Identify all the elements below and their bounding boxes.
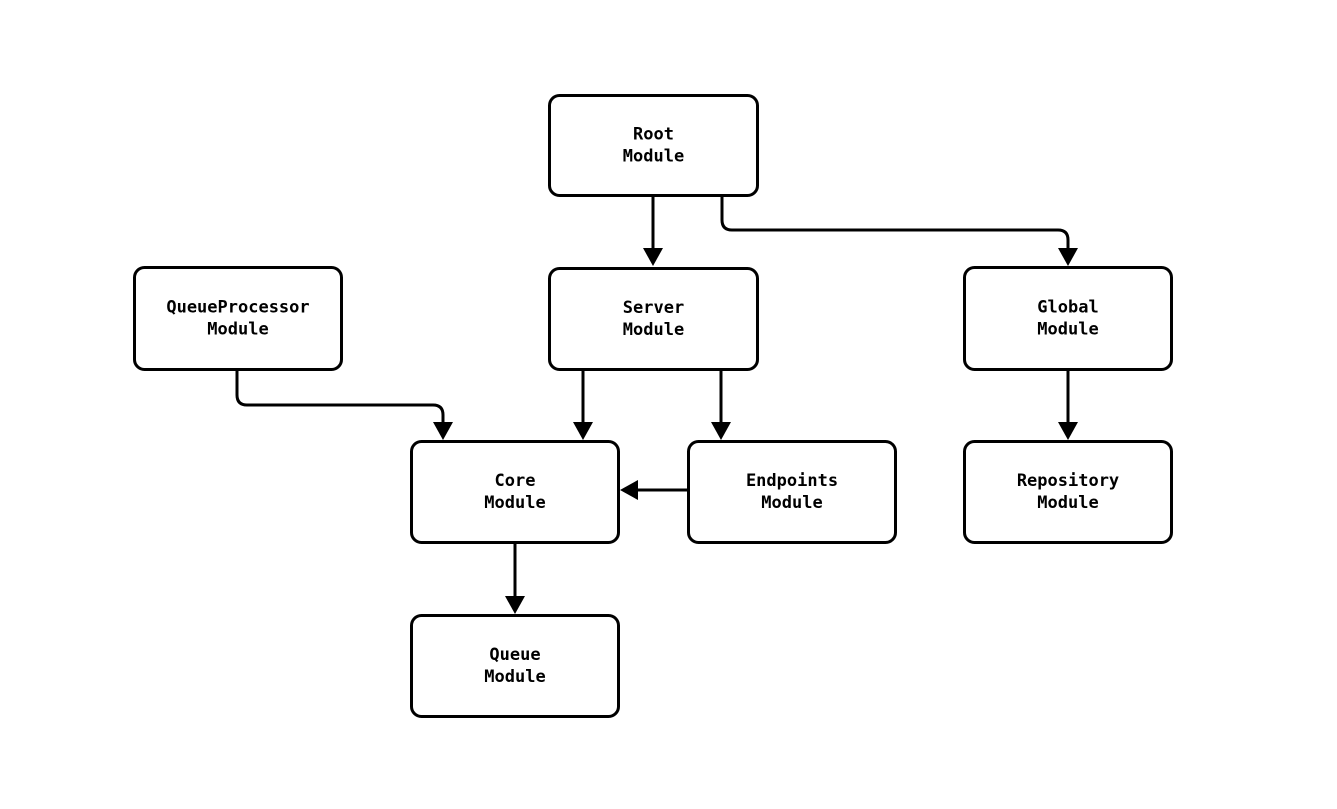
arrowhead-queueprocessor-to-core (433, 422, 453, 440)
arrowhead-root-to-server (643, 248, 663, 266)
edge-global-to-repository (1058, 371, 1078, 440)
node-label-global-line2: Module (1037, 320, 1098, 340)
edge-root-to-server (643, 197, 663, 266)
node-label-core-line1: Core (495, 471, 536, 491)
node-label-endpoints-line2: Module (761, 493, 822, 513)
node-box-core[interactable] (410, 440, 620, 544)
node-box-global[interactable] (963, 266, 1173, 371)
node-label-repository-line2: Module (1037, 493, 1098, 513)
node-box-queueprocessor[interactable] (133, 266, 343, 371)
node-label-root-line1: Root (633, 125, 674, 145)
node-label-global-line1: Global (1037, 298, 1098, 318)
node-box-root[interactable] (548, 94, 759, 197)
edge-server-to-endpoints (711, 371, 731, 440)
node-label-server-line2: Module (623, 320, 684, 340)
arrowhead-root-to-global (1058, 248, 1078, 266)
node-box-server[interactable] (548, 267, 759, 371)
edge-endpoints-to-core (620, 480, 687, 500)
node-label-queue-line2: Module (484, 667, 545, 687)
node-label-queue-line1: Queue (489, 645, 540, 665)
node-label-endpoints-line1: Endpoints (746, 471, 838, 491)
arrowhead-endpoints-to-core (620, 480, 638, 500)
node-box-repository[interactable] (963, 440, 1173, 544)
edges-layer (235, 197, 1078, 614)
arrowhead-core-to-queue (505, 596, 525, 614)
node-label-root-line2: Module (623, 147, 684, 167)
edge-root-to-global (720, 197, 1078, 266)
node-box-queue[interactable] (410, 614, 620, 718)
edge-queueprocessor-to-core (235, 371, 453, 440)
node-box-endpoints[interactable] (687, 440, 897, 544)
arrowhead-server-to-endpoints (711, 422, 731, 440)
node-label-server-line1: Server (623, 298, 684, 318)
node-label-queueprocessor-line2: Module (207, 320, 268, 340)
arrowhead-global-to-repository (1058, 422, 1078, 440)
arrowhead-server-to-core (573, 422, 593, 440)
node-label-queueprocessor-line1: QueueProcessor (166, 298, 309, 318)
edge-line-root-to-global (720, 197, 1070, 248)
edge-core-to-queue (505, 544, 525, 614)
nodes-layer: RootModuleQueueProcessorModuleServerModu… (133, 94, 1173, 718)
edge-server-to-core (573, 371, 593, 440)
node-label-core-line2: Module (484, 493, 545, 513)
edge-line-queueprocessor-to-core (235, 371, 445, 422)
node-label-repository-line1: Repository (1017, 471, 1119, 491)
